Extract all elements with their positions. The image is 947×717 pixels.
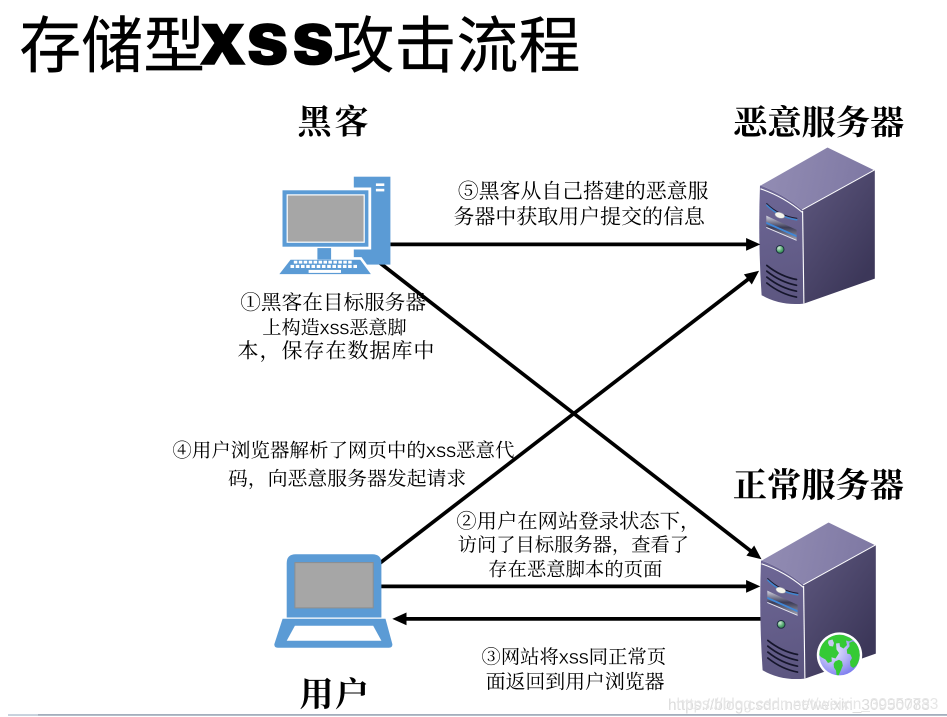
svg-text:https://blog.csdn.net/weixin_3: https://blog.csdn.net/weixin_30950783	[677, 696, 939, 713]
svg-text:https://blog.csdn.net/weixin_3: https://blog.csdn.net/weixin_30950783	[668, 697, 930, 714]
